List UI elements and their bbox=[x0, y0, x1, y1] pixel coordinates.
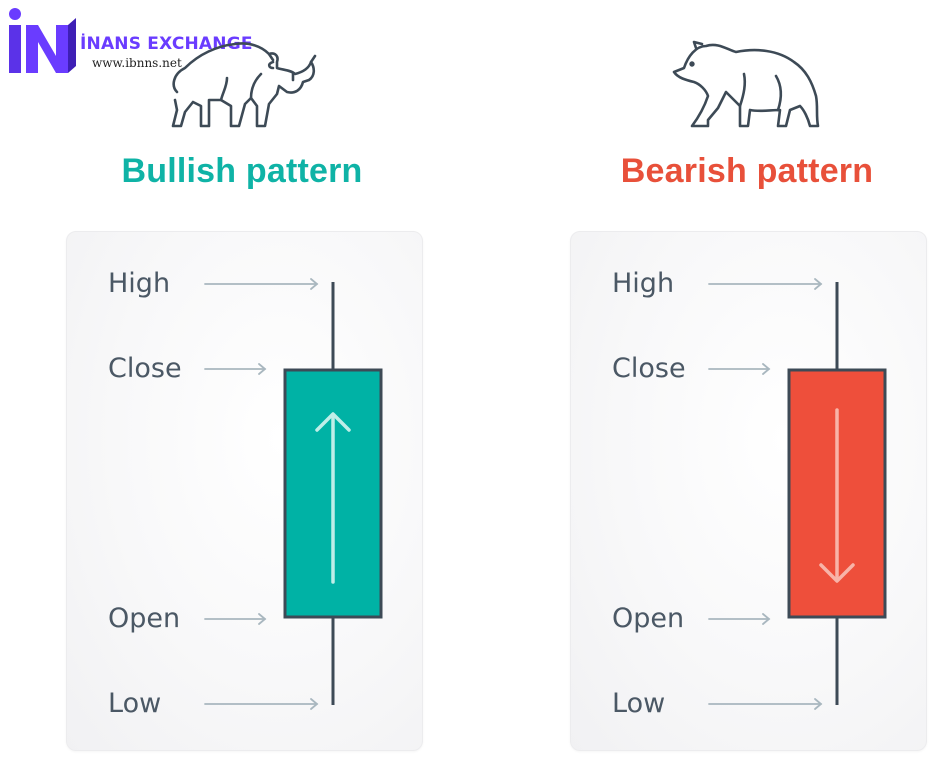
open-pointer-arrow bbox=[204, 613, 267, 625]
bullish-panel: High Close Open Low bbox=[66, 231, 423, 751]
bullish-title: Bullish pattern bbox=[121, 152, 363, 190]
bear-icon bbox=[672, 40, 820, 128]
label-low: Low bbox=[612, 688, 666, 719]
logo-mark-icon bbox=[9, 8, 76, 73]
label-close: Close bbox=[612, 353, 686, 384]
label-high: High bbox=[108, 268, 171, 299]
low-pointer-arrow bbox=[204, 698, 319, 710]
label-close: Close bbox=[108, 353, 182, 384]
label-low: Low bbox=[108, 688, 162, 719]
bearish-panel: High Close Open Low bbox=[570, 231, 927, 751]
low-pointer-arrow bbox=[708, 698, 823, 710]
bull-icon bbox=[171, 42, 317, 128]
logo-text: İNANS EXCHANGE bbox=[80, 34, 253, 54]
label-high: High bbox=[612, 268, 675, 299]
high-pointer-arrow bbox=[708, 278, 823, 290]
up-arrow-icon bbox=[315, 412, 351, 584]
down-arrow-icon bbox=[819, 408, 855, 583]
bearish-candlestick bbox=[708, 278, 887, 710]
close-pointer-arrow bbox=[204, 363, 267, 375]
label-open: Open bbox=[108, 603, 181, 634]
logo: İNANS EXCHANGE www.ibnns.net bbox=[4, 4, 252, 76]
bullish-candlestick bbox=[204, 278, 383, 710]
open-pointer-arrow bbox=[708, 613, 771, 625]
bearish-title: Bearish pattern bbox=[620, 152, 874, 190]
high-pointer-arrow bbox=[204, 278, 319, 290]
label-open: Open bbox=[612, 603, 685, 634]
logo-url: www.ibnns.net bbox=[92, 56, 182, 70]
close-pointer-arrow bbox=[708, 363, 771, 375]
